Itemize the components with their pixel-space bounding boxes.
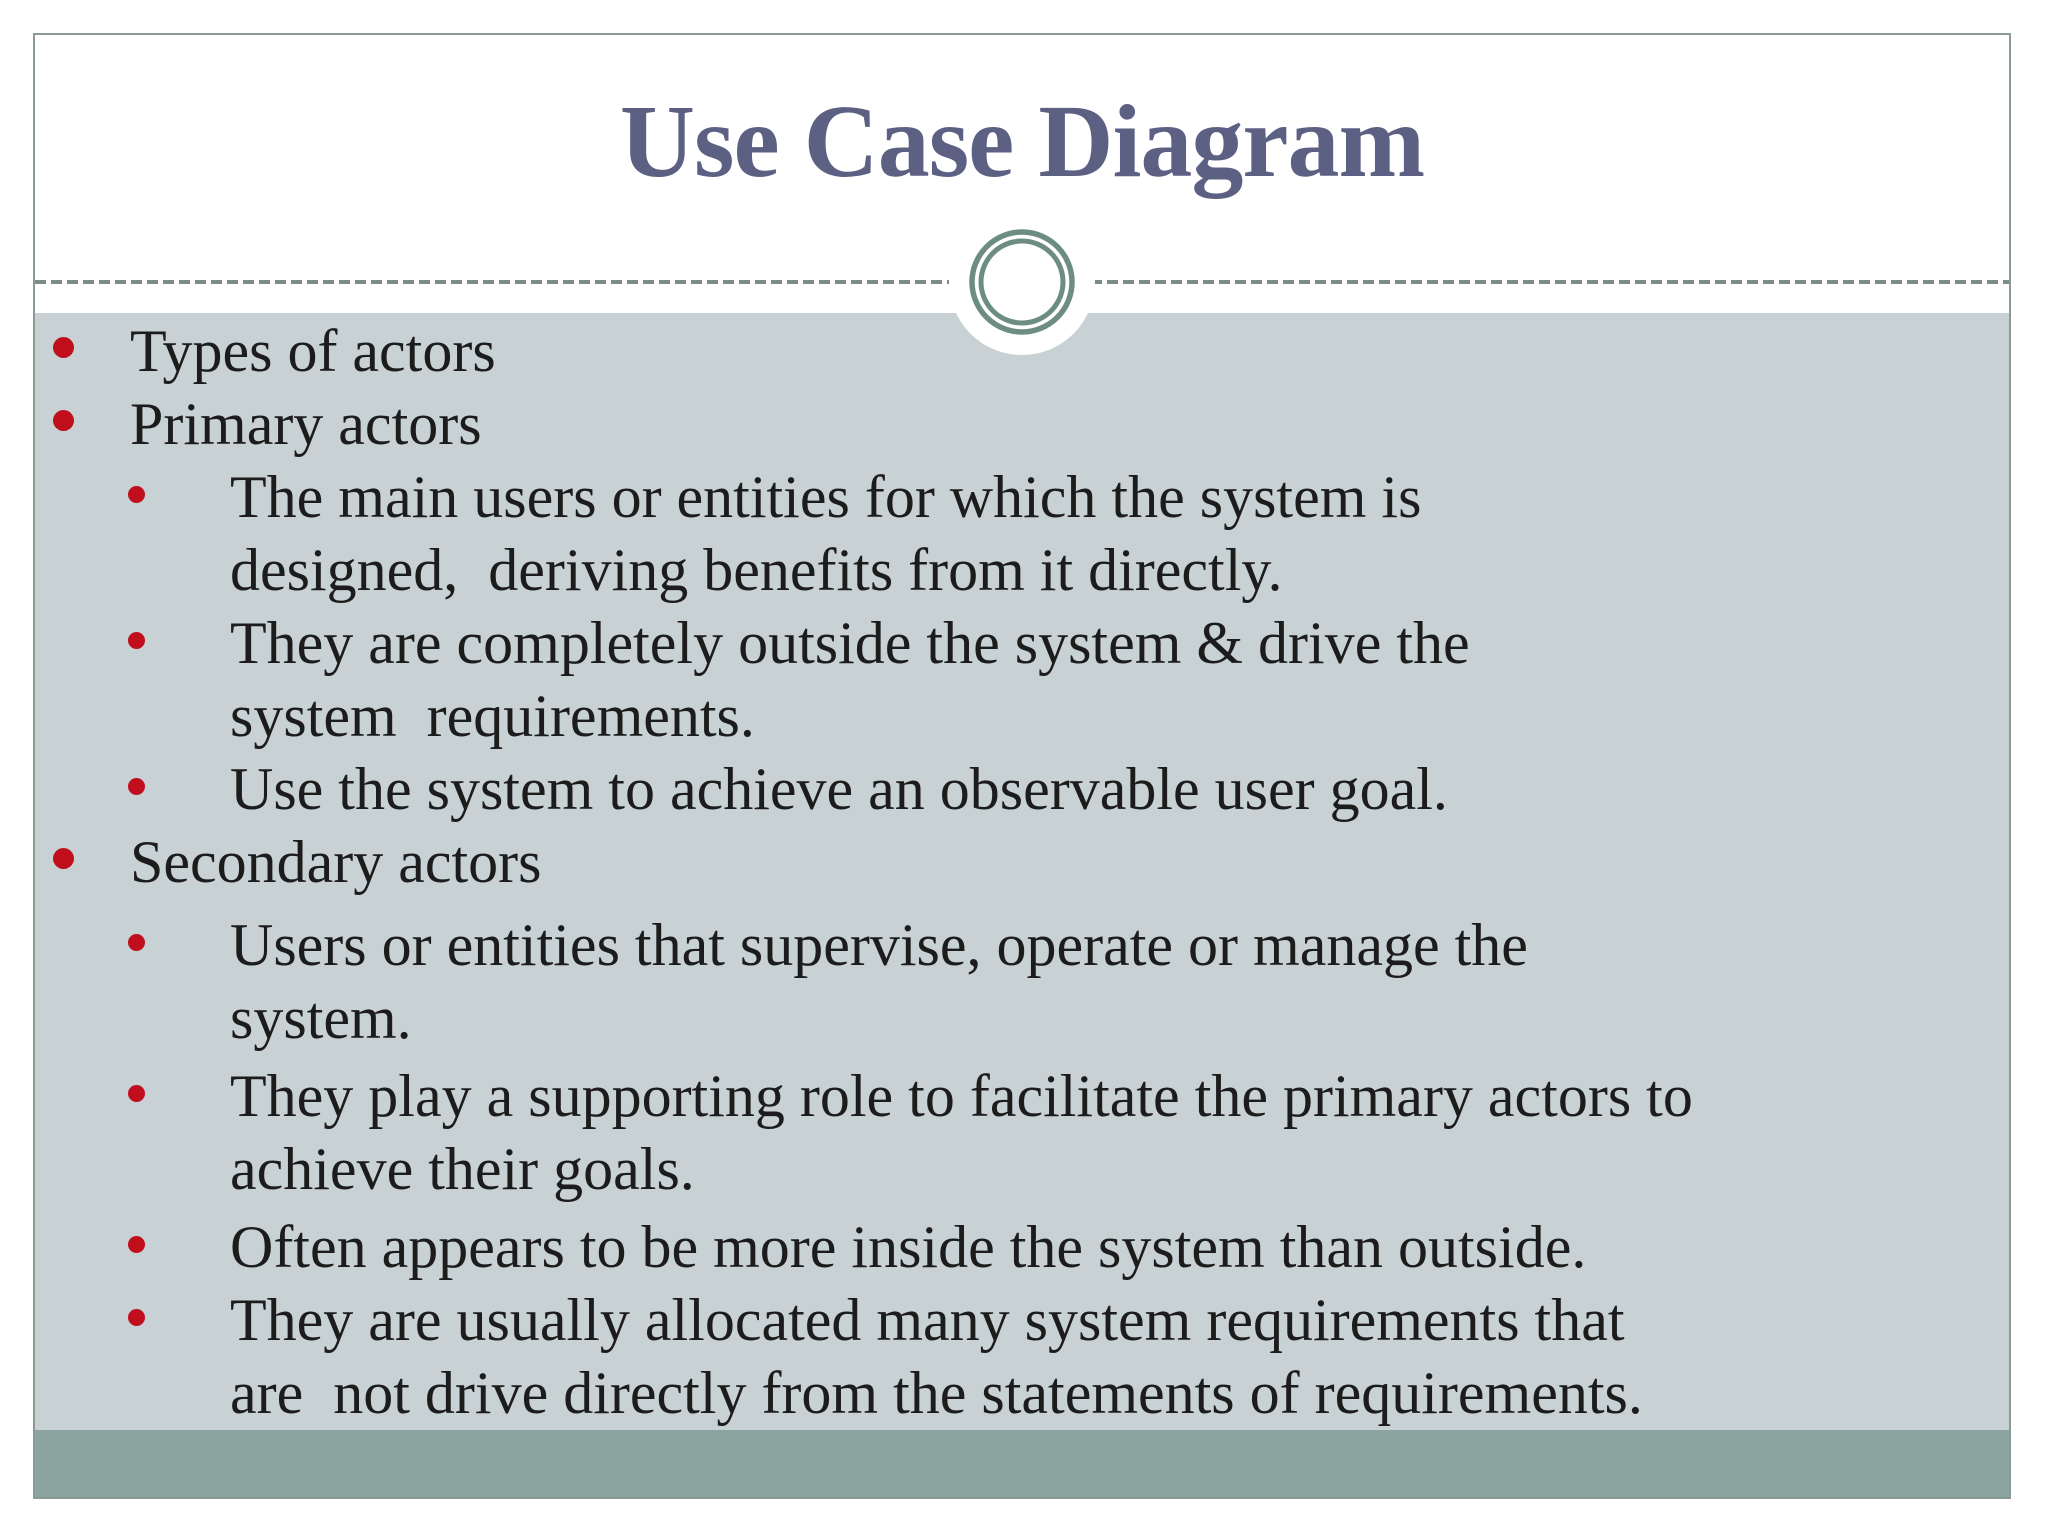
bullet-item: Users or entities that supervise, operat…	[35, 909, 2001, 1055]
bullet-marker	[53, 410, 74, 431]
bullet-text: Use the system to achieve an observable …	[230, 756, 1448, 822]
bullet-list: Types of actors Primary actors The main …	[35, 313, 2009, 1430]
page-title: Use Case Diagram	[619, 84, 1425, 199]
bullet-text: They play a supporting role to facilitat…	[230, 1063, 1693, 1202]
bullet-text: They are completely outside the system &…	[230, 610, 1470, 749]
bullet-item: Use the system to achieve an observable …	[35, 753, 2001, 826]
ornament-rings	[969, 229, 1075, 335]
bullet-marker	[128, 1085, 145, 1102]
bullet-item: They are completely outside the system &…	[35, 607, 2001, 753]
bullet-marker	[128, 1309, 145, 1326]
bullet-marker	[128, 1236, 145, 1253]
bullet-item: They play a supporting role to facilitat…	[35, 1060, 2001, 1206]
bullet-text: Often appears to be more inside the syst…	[230, 1214, 1587, 1280]
bullet-text: Secondary actors	[130, 829, 542, 895]
bullet-text: Types of actors	[130, 318, 496, 384]
bullet-item: The main users or entities for which the…	[35, 461, 2001, 607]
bullet-text: The main users or entities for which the…	[230, 464, 1422, 603]
bullet-marker	[128, 934, 145, 951]
double-circle-ornament-icon	[949, 209, 1095, 355]
bullet-item: Types of actors	[35, 315, 2001, 388]
bullet-item: They are usually allocated many system r…	[35, 1284, 2001, 1430]
bullet-marker	[128, 632, 145, 649]
bullet-item: Secondary actors	[35, 826, 2001, 899]
bullet-marker	[53, 848, 74, 869]
bullet-marker	[128, 486, 145, 503]
slide: Use Case Diagram Types of actors Primary…	[33, 33, 2011, 1499]
slide-body: Types of actors Primary actors The main …	[35, 313, 2009, 1430]
bullet-text: They are usually allocated many system r…	[230, 1287, 1643, 1426]
bullet-text: Primary actors	[130, 391, 482, 457]
bullet-marker	[53, 337, 74, 358]
bullet-text: Users or entities that supervise, operat…	[230, 912, 1528, 1051]
bullet-item: Often appears to be more inside the syst…	[35, 1211, 2001, 1284]
bullet-item: Primary actors	[35, 388, 2001, 461]
bullet-marker	[128, 778, 145, 795]
footer-bar	[35, 1430, 2009, 1497]
